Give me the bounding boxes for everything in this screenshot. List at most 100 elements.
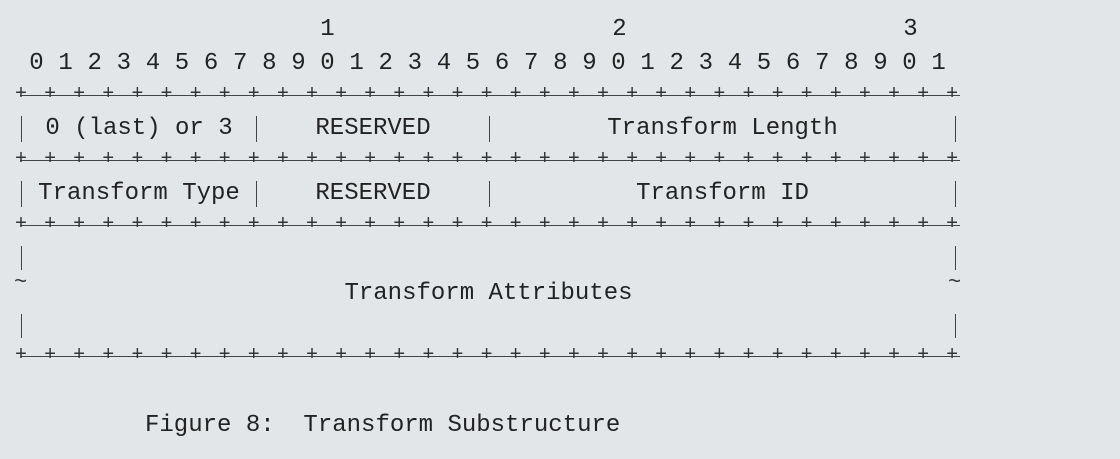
separator-plus: + (742, 83, 755, 106)
separator-plus: + (335, 213, 348, 236)
separator-plus: + (276, 344, 289, 367)
ruler-unit-13: 3 (407, 50, 422, 77)
separator-plus: + (218, 213, 231, 236)
separator-plus: + (684, 83, 697, 106)
separator-plus: + (771, 344, 784, 367)
separator-plus: + (247, 148, 260, 171)
ruler-unit-6: 6 (203, 50, 219, 77)
separator-plus: + (364, 344, 377, 367)
separator-plus: + (189, 344, 202, 367)
ruler-unit-15: 5 (465, 50, 481, 77)
row3-right-border-top (955, 246, 956, 270)
separator-plus: + (713, 344, 726, 367)
separator-plus: + (44, 83, 57, 106)
ruler-unit-17: 7 (523, 50, 539, 77)
separator-plus: + (335, 148, 348, 171)
row3-right-border-bottom (955, 314, 956, 338)
ruler-unit-5: 5 (174, 50, 190, 77)
separator-line-1 (20, 160, 960, 161)
separator-plus: + (305, 148, 318, 171)
separator-plus: + (858, 148, 871, 171)
separator-plus: + (364, 213, 377, 236)
separator-plus: + (655, 148, 668, 171)
separator-plus: + (626, 83, 639, 106)
separator-plus: + (335, 344, 348, 367)
separator-plus: + (480, 213, 493, 236)
ruler-unit-29: 9 (873, 50, 888, 77)
separator-plus: + (887, 344, 900, 367)
row2-right-border (955, 181, 956, 207)
separator-plus: + (276, 148, 289, 171)
ruler-unit-12: 2 (378, 50, 393, 77)
separator-plus: + (946, 213, 959, 236)
separator-plus: + (829, 83, 842, 106)
ruler-unit-25: 5 (756, 50, 772, 77)
separator-plus: + (131, 83, 144, 106)
separator-plus: + (800, 344, 813, 367)
separator-plus: + (102, 148, 115, 171)
separator-plus: + (422, 83, 435, 106)
separator-plus: + (160, 148, 173, 171)
separator-plus: + (684, 213, 697, 236)
separator-plus: + (655, 83, 668, 106)
separator-line-2 (20, 225, 960, 226)
separator-plus: + (160, 344, 173, 367)
separator-plus: + (800, 148, 813, 171)
field-reserved-2: RESERVED (315, 180, 431, 207)
ruler-unit-24: 4 (727, 50, 743, 77)
separator-plus: + (800, 83, 813, 106)
ruler-unit-18: 8 (553, 50, 568, 77)
separator-plus: + (742, 213, 755, 236)
ruler-unit-26: 6 (785, 50, 801, 77)
separator-plus: + (917, 148, 930, 171)
separator-plus: + (422, 344, 435, 367)
separator-plus: + (480, 83, 493, 106)
separator-plus: + (364, 83, 377, 106)
ruler-unit-23: 3 (698, 50, 713, 77)
ruler-unit-11: 1 (349, 50, 364, 77)
ruler-unit-21: 1 (640, 50, 655, 77)
separator-plus: + (829, 344, 842, 367)
ruler-unit-19: 9 (582, 50, 597, 77)
row2-divider-b (489, 181, 490, 207)
separator-plus: + (626, 148, 639, 171)
separator-plus: + (626, 213, 639, 236)
separator-plus: + (887, 83, 900, 106)
separator-plus: + (567, 344, 580, 367)
left-continuation-tilde: ~ (14, 270, 28, 295)
ruler-unit-9: 9 (291, 50, 306, 77)
separator-plus: + (917, 213, 930, 236)
separator-plus: + (887, 213, 900, 236)
row1-divider-a (256, 116, 257, 142)
separator-plus: + (14, 213, 27, 236)
separator-plus: + (393, 148, 406, 171)
ruler-tens-3: 3 (903, 16, 918, 43)
separator-plus: + (451, 83, 464, 106)
separator-plus: + (160, 213, 173, 236)
separator-plus: + (44, 213, 57, 236)
separator-plus: + (247, 213, 260, 236)
separator-plus: + (451, 213, 464, 236)
separator-plus: + (73, 213, 86, 236)
ruler-unit-30: 0 (902, 50, 917, 77)
separator-plus: + (276, 213, 289, 236)
separator-plus: + (713, 83, 726, 106)
field-last-substruc: 0 (last) or 3 (45, 115, 233, 142)
separator-plus: + (567, 83, 580, 106)
right-continuation-tilde: ~ (948, 270, 962, 295)
separator-plus: + (189, 148, 202, 171)
row2-left-border (21, 181, 22, 207)
separator-plus: + (829, 148, 842, 171)
separator-plus: + (771, 213, 784, 236)
separator-plus: + (917, 83, 930, 106)
separator-line-3 (20, 356, 960, 357)
separator-plus: + (73, 83, 86, 106)
field-reserved-1: RESERVED (315, 115, 431, 142)
separator-plus: + (305, 344, 318, 367)
row2-divider-a (256, 181, 257, 207)
separator-plus: + (305, 83, 318, 106)
separator-plus: + (218, 344, 231, 367)
separator-plus: + (393, 83, 406, 106)
separator-plus: + (73, 344, 86, 367)
